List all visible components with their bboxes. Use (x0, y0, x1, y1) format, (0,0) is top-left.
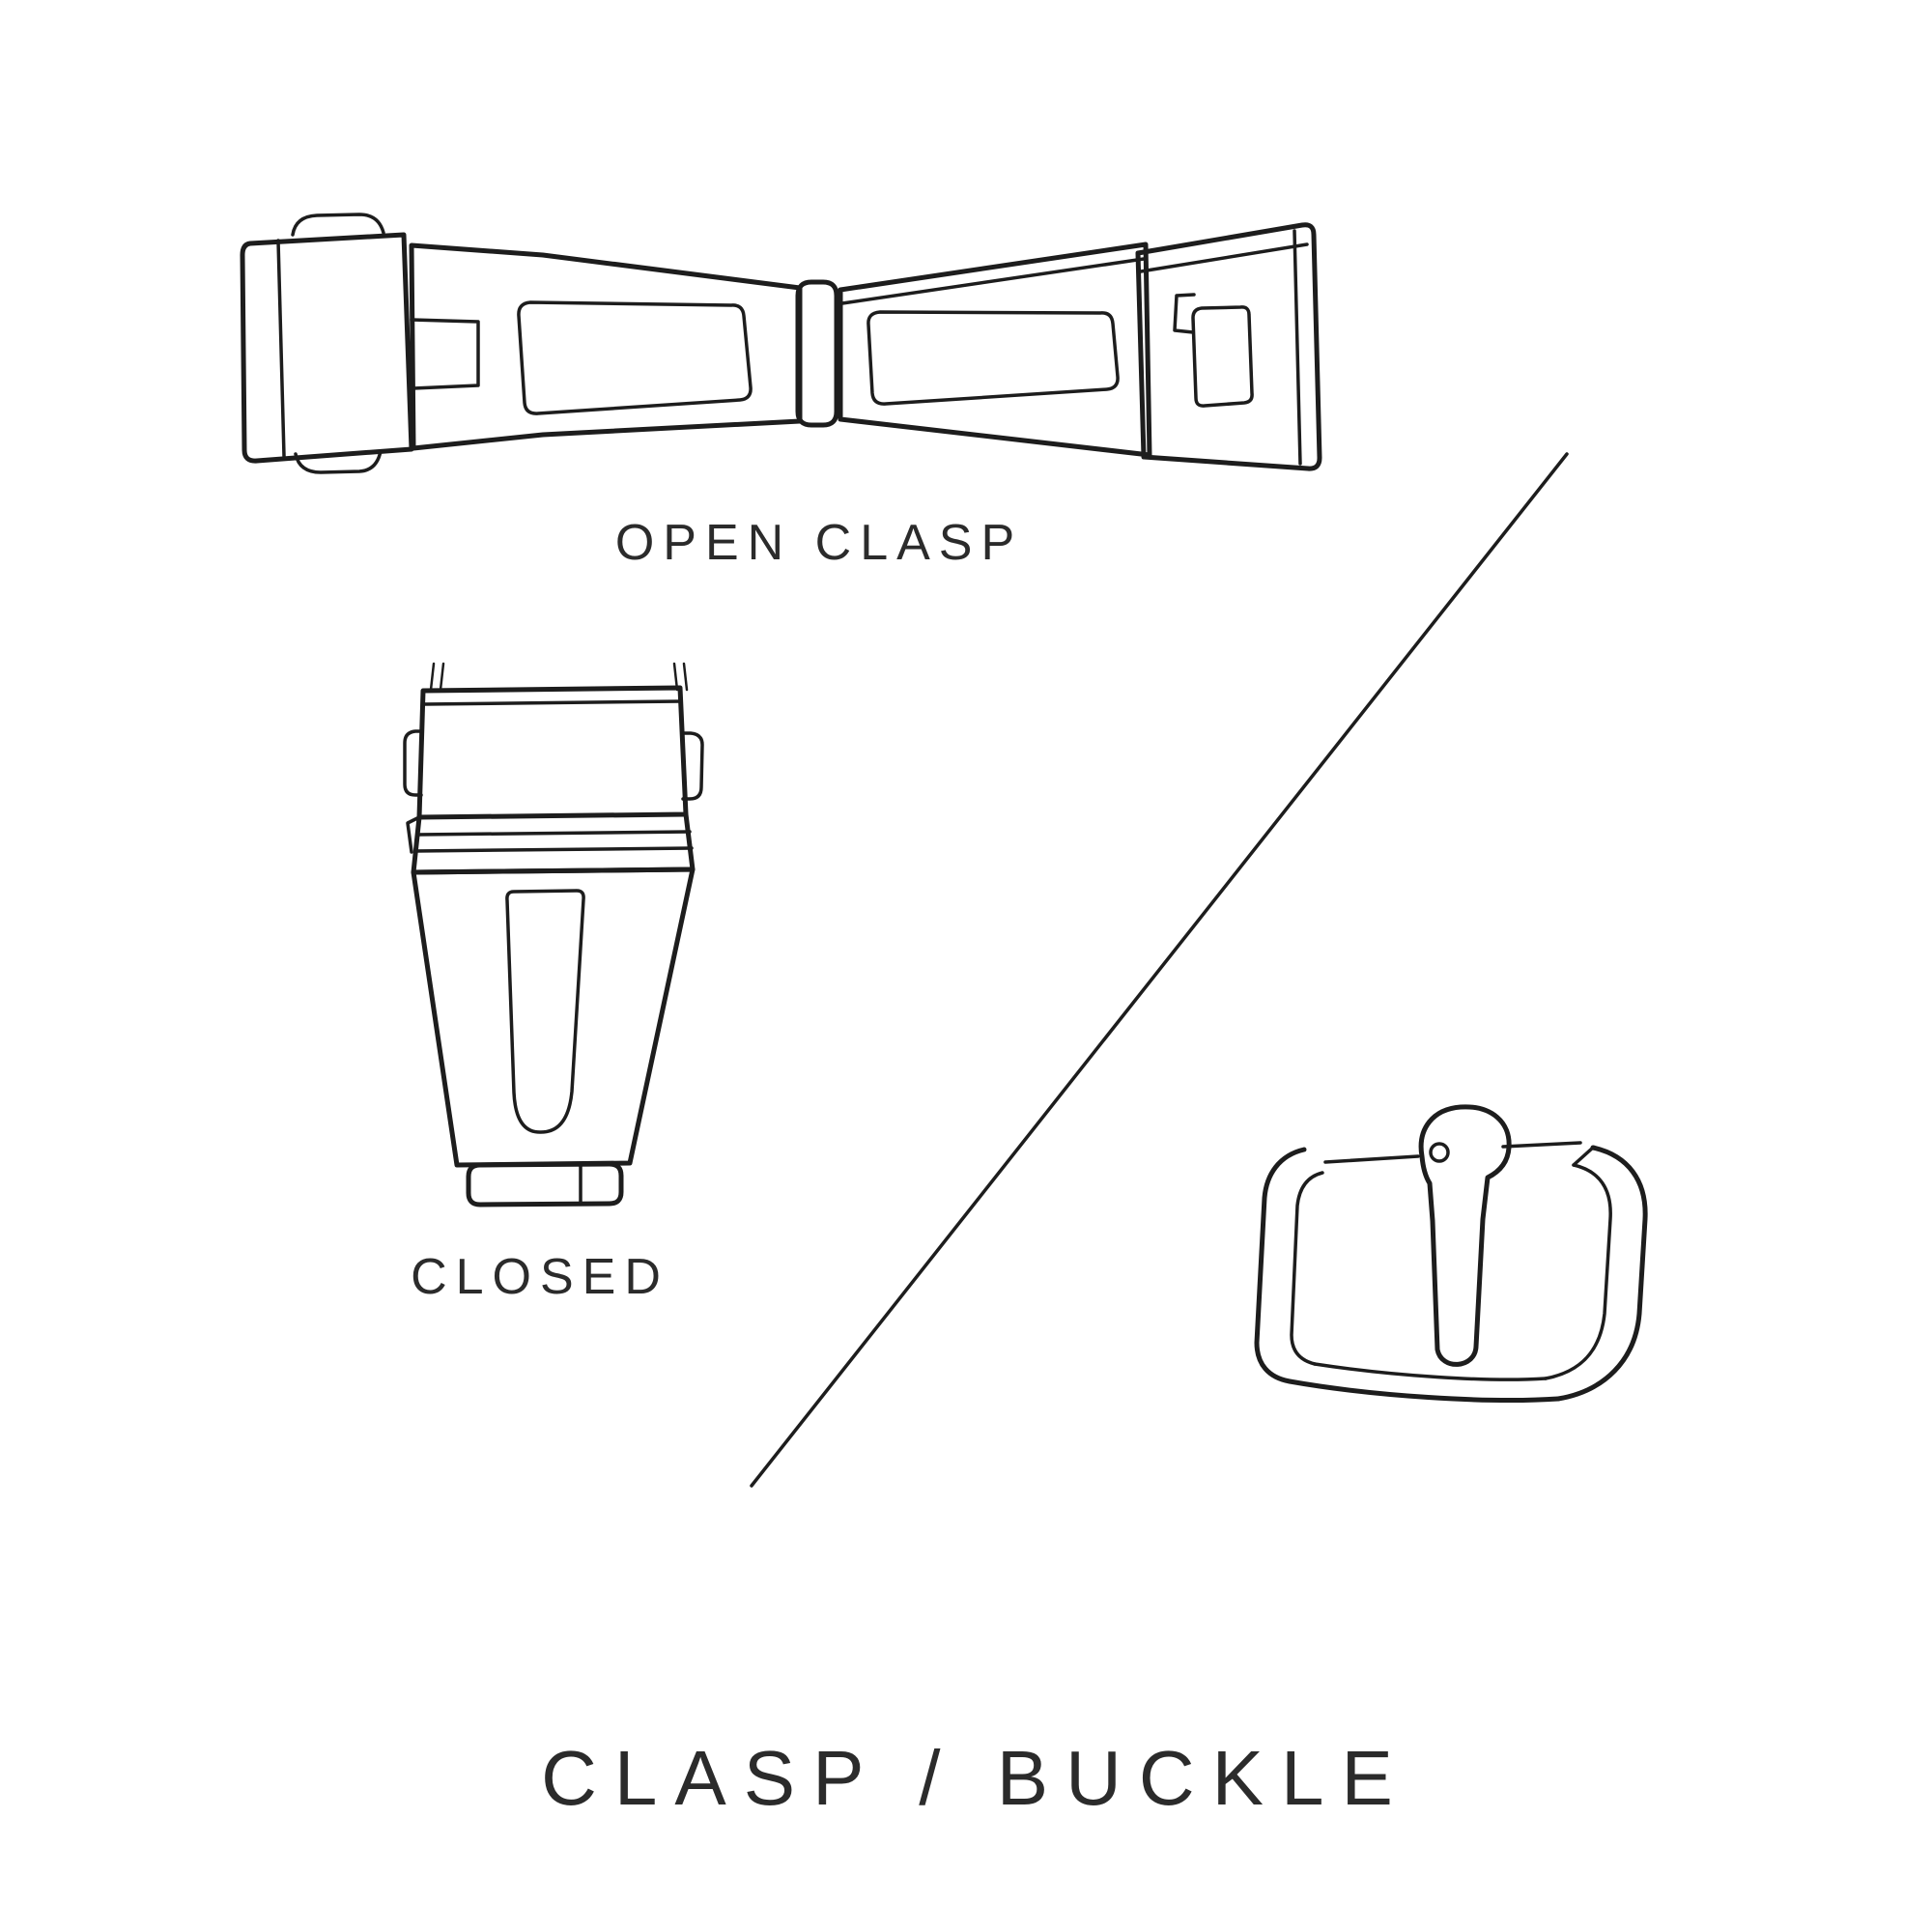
open-clasp-illustration (240, 213, 1322, 474)
divider-line (750, 452, 1569, 1488)
closed-label: CLOSED (411, 1249, 669, 1305)
closed-clasp-illustration (403, 662, 704, 1208)
diagram-title: CLASP / BUCKLE (541, 1735, 1410, 1821)
open-clasp-label: OPEN CLASP (614, 515, 1024, 571)
buckle-illustration (1254, 1104, 1648, 1403)
